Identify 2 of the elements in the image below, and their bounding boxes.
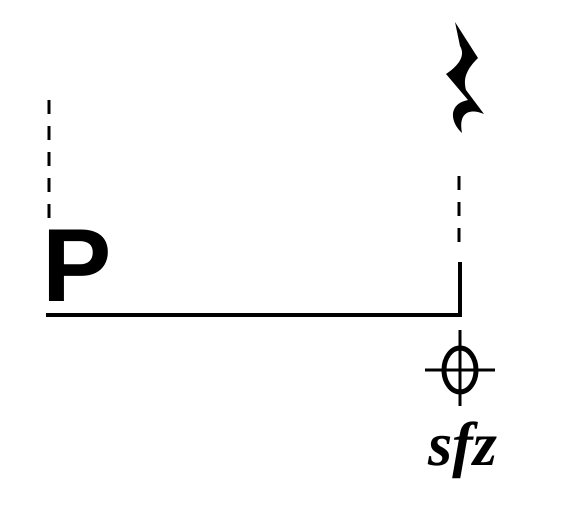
dynamic-mark: P — [42, 214, 112, 318]
dynamic-mark: sfz — [428, 414, 497, 476]
